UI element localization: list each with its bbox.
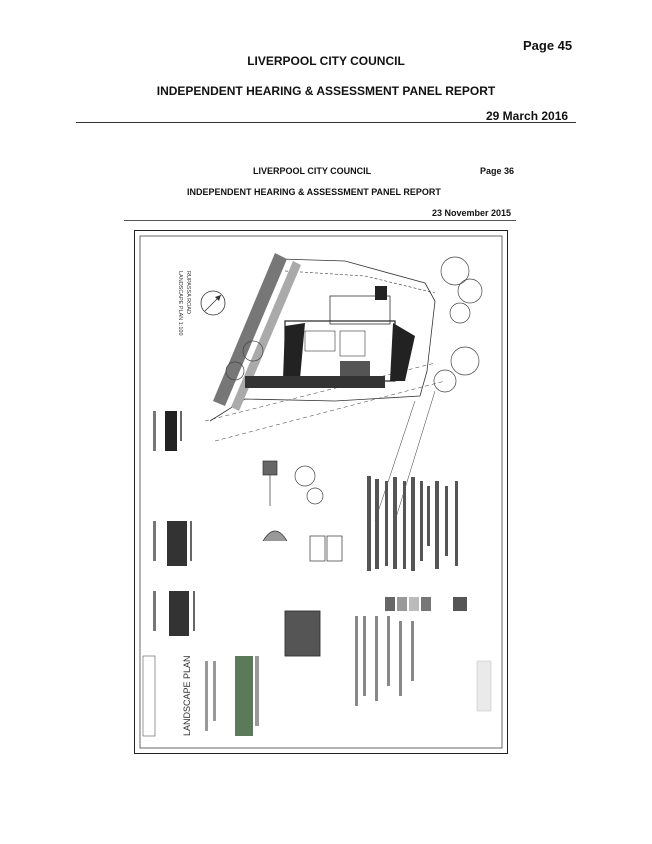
embedded-report-title: INDEPENDENT HEARING & ASSESSMENT PANEL R…: [187, 187, 441, 197]
drawing-title: LANDSCAPE PLAN: [182, 655, 192, 736]
detail-sections: [153, 411, 195, 636]
title-block-strip: [476, 660, 492, 712]
embedded-council-name: LIVERPOOL CITY COUNCIL: [253, 166, 372, 176]
report-title: INDEPENDENT HEARING & ASSESSMENT PANEL R…: [156, 84, 496, 98]
road-strip: [213, 253, 301, 411]
council-name: LIVERPOOL CITY COUNCIL: [247, 54, 405, 68]
embedded-header-divider: [124, 220, 516, 221]
page-number: Page 45: [523, 38, 573, 53]
drawing-canvas: LANDSCAPE PLAN RUPASSA ROAD LANDSCAPE PL…: [135, 231, 507, 753]
trees: [225, 256, 483, 505]
embedded-page-number: Page 36: [480, 166, 515, 176]
road-label: RUPASSA ROAD: [185, 271, 191, 314]
building-footprint: [245, 286, 415, 388]
drawing-border: [139, 235, 503, 749]
planting-schedule: [367, 476, 458, 571]
header-divider: [76, 122, 576, 123]
landscape-plan-drawing: LANDSCAPE PLAN RUPASSA ROAD LANDSCAPE PL…: [134, 230, 508, 754]
north-arrow-icon: [200, 290, 226, 316]
notes-column: [355, 616, 414, 706]
report-date: 29 March 2016: [486, 109, 569, 123]
legend-swatches: [385, 597, 467, 611]
title-block: LANDSCAPE PLAN: [142, 655, 259, 737]
middle-details: [262, 460, 343, 657]
embedded-report-date: 23 November 2015: [432, 208, 512, 218]
plan-scale-label: LANDSCAPE PLAN 1:100: [177, 271, 183, 336]
